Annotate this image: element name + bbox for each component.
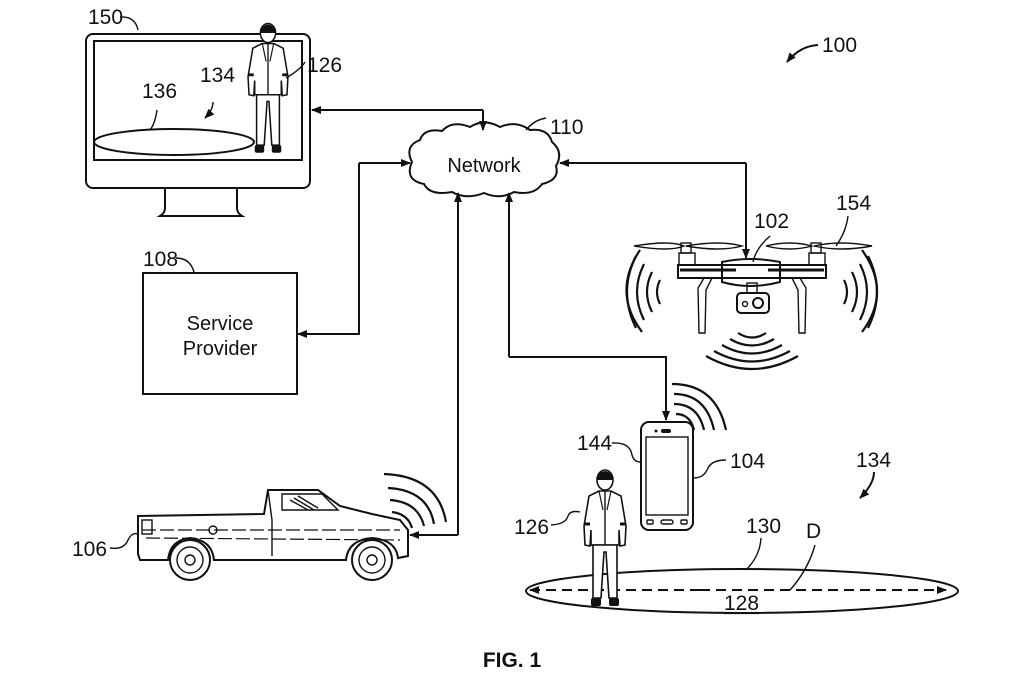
truck-body <box>137 489 409 561</box>
ref-154: 154 <box>836 192 871 215</box>
ref-134: 134 <box>856 449 891 472</box>
zone-boundary <box>525 568 959 614</box>
phone-body <box>640 421 694 531</box>
ref-100: 100 <box>822 34 857 57</box>
ref-130: 130 <box>746 515 781 538</box>
truck-wheel-rear <box>169 539 211 581</box>
phone-signal <box>671 382 728 431</box>
distance-label: D <box>806 520 821 543</box>
ref-106: 106 <box>72 538 107 561</box>
leader-110 <box>525 117 547 131</box>
ref-144: 144 <box>577 432 612 455</box>
vehicle-node: 106 <box>72 472 448 581</box>
edge-network-provider-b <box>297 163 360 338</box>
ref-104: 104 <box>730 450 765 473</box>
ref-108: 108 <box>143 248 178 271</box>
zone-node: 126 130 D 128 134 <box>514 449 959 615</box>
figure-label: FIG. 1 <box>483 649 542 672</box>
phone-screen <box>645 436 689 516</box>
ref-126: 126 <box>514 516 549 539</box>
truck-wheel-front <box>351 539 393 581</box>
drone-arm <box>677 264 827 279</box>
service-provider-label-2: Provider <box>183 338 258 360</box>
ref-150: 150 <box>88 6 123 29</box>
service-provider-box <box>142 272 298 395</box>
service-provider-node: Service Provider 108 <box>142 248 298 395</box>
screen-zone-ellipse <box>93 128 255 156</box>
monitor-screen <box>93 40 303 161</box>
ref-102: 102 <box>754 210 789 233</box>
network-label: Network <box>447 155 521 177</box>
leader-150 <box>119 16 139 31</box>
drone-camera <box>736 292 770 314</box>
leader-126-top <box>285 61 306 79</box>
ref-134-screen: 134 <box>200 64 235 87</box>
drone-signal-bottom <box>705 332 799 370</box>
leader-130 <box>745 537 762 571</box>
monitor-node: 150 126 134 136 <box>85 6 342 217</box>
ref-136: 136 <box>142 80 177 103</box>
ref-110: 110 <box>550 116 583 139</box>
connectors <box>297 106 750 539</box>
leader-104 <box>693 459 727 479</box>
leader-108 <box>175 257 195 273</box>
monitor-stand <box>156 188 246 217</box>
drone-leg-right <box>791 277 807 334</box>
person-figure <box>582 468 628 608</box>
monitor-bezel <box>85 33 311 189</box>
system-label: 100 <box>786 34 857 63</box>
propeller-right <box>765 242 873 250</box>
arrow-134-top <box>204 101 215 119</box>
vehicle-signal <box>383 472 448 529</box>
network-node: Network 110 <box>408 116 583 198</box>
leader-D <box>789 544 816 591</box>
leader-136 <box>149 109 158 131</box>
arrow-134 <box>859 471 875 499</box>
leader-106 <box>109 532 139 550</box>
drone-node: 102 154 <box>625 192 879 370</box>
screen-person-figure <box>246 22 290 155</box>
leader-102 <box>752 235 771 263</box>
service-provider-label-1: Service <box>187 313 254 335</box>
truck-window <box>281 493 340 511</box>
leader-126 <box>550 510 581 526</box>
leader-144 <box>611 442 641 463</box>
leader-154 <box>835 215 849 247</box>
ref-128: 128 <box>724 592 759 615</box>
propeller-left <box>633 242 745 250</box>
drone-signal-left <box>625 249 661 333</box>
edge-network-phone-b <box>509 356 670 421</box>
drone-leg-left <box>697 277 713 334</box>
drone-signal-right <box>843 249 879 333</box>
ref-126-screen: 126 <box>307 54 342 77</box>
drone-body <box>721 258 781 287</box>
phone-node: 144 104 <box>577 382 765 531</box>
arrow-100 <box>786 44 819 63</box>
